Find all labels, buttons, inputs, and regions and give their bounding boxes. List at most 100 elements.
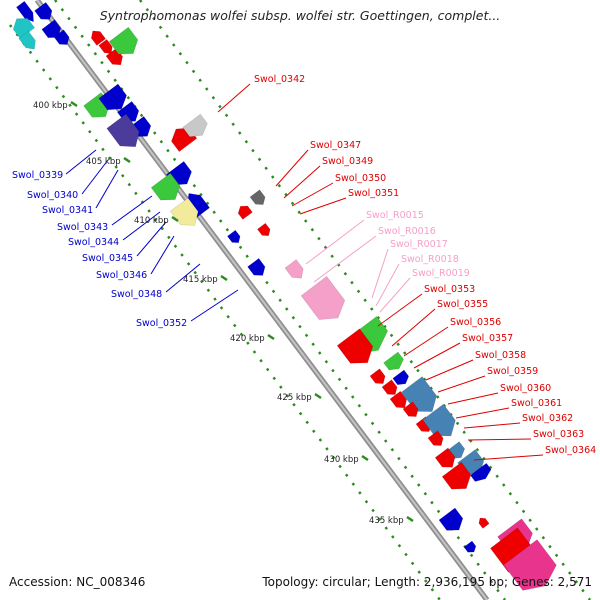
gene-label[interactable]: Swol_R0016 (378, 226, 436, 237)
gene-label-connector (217, 83, 251, 113)
gene-label-connector (455, 407, 510, 419)
gene-block-44 (441, 461, 472, 490)
gene-block-23 (256, 222, 271, 237)
gene-label[interactable]: Swol_0358 (475, 350, 526, 361)
gene-block-4 (41, 19, 62, 39)
gene-block-31 (392, 369, 410, 386)
scale-tick-mark (267, 333, 275, 341)
gene-block-22 (237, 205, 253, 220)
dot-tracks (8, 0, 591, 600)
label-connectors (65, 83, 544, 461)
gene-label-connector (81, 159, 109, 195)
gene-block-39 (427, 430, 444, 446)
gene-block-3 (34, 1, 53, 20)
gene-block-14 (106, 113, 140, 148)
gene-label[interactable]: Swol_0340 (27, 190, 78, 201)
gene-block-43 (434, 447, 456, 468)
dot-track-outer (139, 0, 591, 600)
accession-text: Accession: NC_008346 (9, 575, 146, 589)
gene-label[interactable]: Swol_R0017 (390, 239, 448, 250)
gene-label-connector (473, 454, 544, 461)
gene-block-34 (389, 390, 407, 409)
gene-label-connector (136, 221, 167, 257)
gene-label-connector (375, 263, 400, 307)
gene-block-20 (169, 197, 199, 226)
gene-block-24 (226, 229, 241, 244)
gene-label[interactable]: Swol_0350 (335, 173, 386, 184)
gene-label[interactable]: Swol_0348 (111, 289, 162, 300)
gene-label[interactable]: Swol_R0015 (366, 210, 424, 221)
gene-block-26 (284, 259, 304, 279)
scale-tick-mark (406, 515, 414, 523)
gene-block-46 (478, 517, 490, 529)
gene-label[interactable]: Swol_0356 (450, 317, 501, 328)
scale-tick-label: 425 kbp (277, 393, 312, 403)
gene-block-33 (381, 379, 398, 395)
gene-block-0 (15, 0, 34, 23)
gene-block-32 (369, 368, 386, 384)
gene-label-connector (299, 197, 347, 215)
gene-block-27 (300, 275, 346, 320)
gene-label[interactable]: Swol_0363 (533, 429, 584, 440)
gene-label[interactable]: Swol_0341 (42, 205, 93, 216)
scale-tick-mark (171, 215, 179, 223)
gene-label[interactable]: Swol_0359 (487, 366, 538, 377)
gene-label[interactable]: Swol_0360 (500, 383, 551, 394)
gene-label-connector (467, 438, 532, 441)
dot-track-lower (54, 0, 506, 600)
gene-label[interactable]: Swol_0339 (12, 170, 63, 181)
gene-label[interactable]: Swol_0362 (522, 413, 573, 424)
scale-tick-label: 415 kbp (183, 275, 218, 285)
scale-ticks: 400 kbp 405 kbp 410 kbp 415 kbp 420 kbp 425 k… (33, 100, 414, 526)
gene-label[interactable]: Swol_0343 (57, 222, 108, 233)
scale-tick-mark (361, 454, 369, 462)
gene-features (12, 0, 557, 591)
gene-label-connector (377, 293, 423, 327)
gene-label[interactable]: Swol_0346 (96, 270, 147, 281)
gene-block-35 (400, 376, 437, 412)
gene-label-connector (283, 165, 321, 199)
gene-block-42 (469, 462, 492, 482)
scale-tick-label: 400 kbp (33, 101, 68, 111)
scale-tick-mark (314, 392, 322, 400)
gene-block-25 (247, 257, 266, 276)
gene-label[interactable]: Swol_0364 (545, 445, 596, 456)
gene-label[interactable]: Swol_0351 (348, 188, 399, 199)
gene-block-45 (438, 507, 464, 531)
gene-block-38 (422, 403, 456, 437)
gene-label-connector (437, 375, 486, 393)
gene-label-connector (111, 195, 153, 226)
gene-label[interactable]: Swol_R0018 (401, 254, 459, 265)
gene-label[interactable]: Swol_0349 (322, 156, 373, 167)
gene-label-connector (122, 211, 161, 241)
gene-label[interactable]: Swol_0347 (310, 140, 361, 151)
gene-label[interactable]: Swol_0352 (136, 318, 187, 329)
scale-tick-label: 430 kbp (324, 455, 359, 465)
gene-label[interactable]: Swol_0344 (68, 237, 119, 248)
gene-label[interactable]: Swol_0357 (462, 333, 513, 344)
gene-label-connector (165, 263, 201, 293)
gene-label[interactable]: Swol_0355 (437, 299, 488, 310)
scale-tick-label: 410 kbp (134, 216, 169, 226)
gene-label-connector (291, 182, 334, 207)
gene-label-connector (190, 289, 239, 322)
gene-label[interactable]: Swol_0345 (82, 253, 133, 264)
gene-block-47 (463, 540, 477, 553)
gene-block-30 (383, 351, 404, 371)
scale-tick-label: 435 kbp (369, 516, 404, 526)
gene-label[interactable]: Swol_0342 (254, 74, 305, 85)
scale-tick-label: 405 kbp (86, 157, 121, 167)
gene-block-7 (98, 38, 113, 54)
gene-block-18 (150, 172, 181, 201)
gene-label[interactable]: Swol_0353 (424, 284, 475, 295)
gene-label[interactable]: Swol_R0019 (412, 268, 470, 279)
gene-label-connector (447, 392, 499, 405)
gene-label[interactable]: Swol_0361 (511, 398, 562, 409)
gene-label-connector (313, 235, 377, 283)
scale-tick-mark (123, 156, 131, 164)
scale-tick-label: 420 kbp (230, 334, 265, 344)
gene-label-connector (371, 248, 389, 299)
scale-tick-mark (220, 274, 228, 282)
